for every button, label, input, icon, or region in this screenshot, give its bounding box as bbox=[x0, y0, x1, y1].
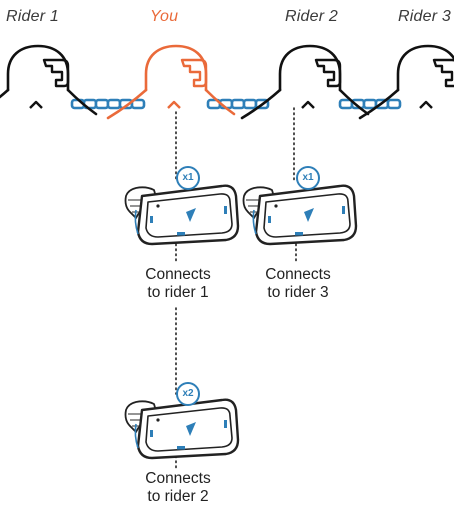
device-1-caption-line-1: Connects bbox=[145, 266, 211, 283]
chain-link-segment bbox=[230, 98, 246, 110]
chain-link-rider1-you bbox=[70, 98, 146, 110]
rider-3-label: Rider 3 bbox=[398, 8, 451, 25]
device-3-press-count-badge: x2 bbox=[176, 382, 200, 406]
device-1-press-count-badge: x1 bbox=[176, 166, 200, 190]
intercom-device-3-icon bbox=[124, 398, 240, 460]
you-label: You bbox=[150, 8, 179, 25]
device-1-caption: Connects to rider 1 bbox=[128, 266, 228, 302]
chain-link-segment bbox=[386, 98, 402, 110]
rider-2-label: Rider 2 bbox=[285, 8, 338, 25]
chain-link-segment bbox=[130, 98, 146, 110]
intercom-device-1-icon bbox=[124, 184, 240, 246]
device-2-caption-line-2: to rider 3 bbox=[267, 284, 329, 301]
chain-link-segment bbox=[106, 98, 122, 110]
device-2-caption: Connects to rider 3 bbox=[248, 266, 348, 302]
chain-link-segment bbox=[362, 98, 378, 110]
device-3-caption-line-1: Connects bbox=[145, 470, 211, 487]
chain-link-segment bbox=[94, 98, 110, 110]
chain-link-segment bbox=[242, 98, 258, 110]
device-3-caption-line-2: to rider 2 bbox=[147, 488, 209, 505]
device-2-caption-line-1: Connects bbox=[265, 266, 331, 283]
device-1-caption-line-2: to rider 1 bbox=[147, 284, 209, 301]
device-3-caption: Connects to rider 2 bbox=[128, 470, 228, 506]
device-2-press-count-badge: x1 bbox=[296, 166, 320, 190]
rider-1-label: Rider 1 bbox=[6, 8, 59, 25]
intercom-device-2-icon bbox=[242, 184, 358, 246]
chain-link-rider2-rider3 bbox=[338, 98, 402, 110]
